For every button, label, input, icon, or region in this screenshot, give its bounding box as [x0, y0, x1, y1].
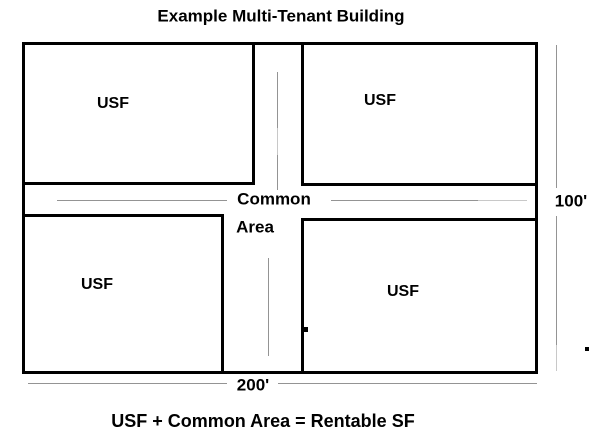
width-dimension-line-right	[278, 383, 537, 384]
stray-mark-right	[585, 347, 589, 351]
height-dimension-line-upper	[556, 45, 557, 188]
height-dimension-line-lower	[556, 216, 557, 345]
height-dimension-line-light-segment	[556, 345, 557, 371]
common-area-label-line1: Common	[237, 189, 311, 209]
corridor-centerline-vertical-light-segment	[277, 128, 278, 155]
common-area-label-line2: Area	[236, 217, 274, 237]
room-top-left	[22, 42, 255, 185]
corridor-centerline-horizontal-left	[57, 200, 227, 201]
stray-mark-corridor	[302, 327, 308, 332]
width-dimension-label: 200'	[236, 375, 270, 395]
usf-label-bottom-left: USF	[81, 276, 113, 293]
building-outline	[22, 42, 538, 374]
room-bottom-left	[22, 214, 224, 374]
width-dimension-line-left	[28, 383, 227, 384]
usf-label-top-left: USF	[97, 95, 129, 112]
usf-label-bottom-right: USF	[387, 283, 419, 300]
room-top-right	[301, 42, 538, 186]
height-dimension-label: 100'	[554, 191, 588, 211]
usf-label-top-right: USF	[364, 92, 396, 109]
formula-caption: USF + Common Area = Rentable SF	[111, 411, 415, 431]
corridor-centerline-horizontal-right	[331, 200, 527, 201]
corridor-centerline-vertical-bottom	[268, 258, 269, 356]
diagram-title: Example Multi-Tenant Building	[157, 6, 405, 26]
corridor-centerline-horizontal-light-segment	[478, 200, 527, 201]
room-bottom-right	[301, 218, 538, 374]
